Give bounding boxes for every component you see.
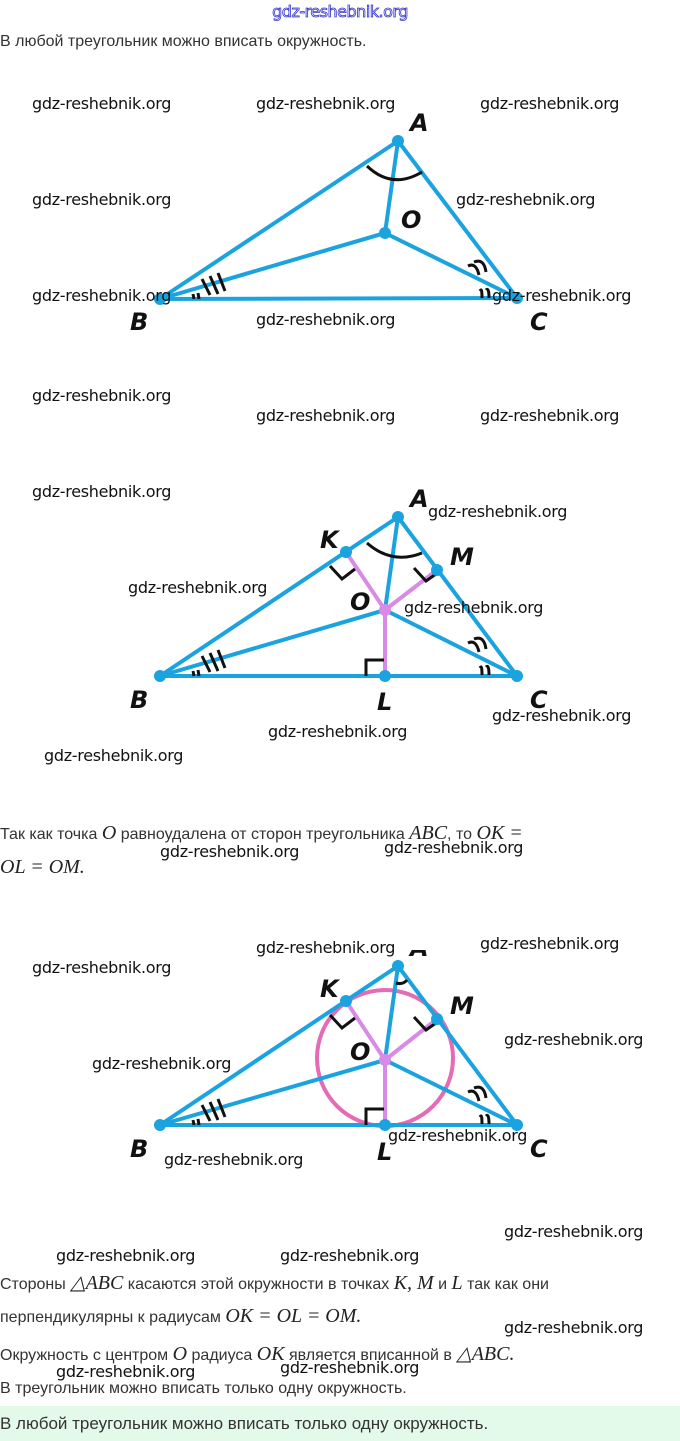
- watermark: gdz-reshebnik.org: [504, 1318, 644, 1337]
- watermark: gdz-reshebnik.org: [256, 310, 396, 329]
- watermark: gdz-reshebnik.org: [456, 190, 596, 209]
- label-o: O: [401, 206, 421, 234]
- label-l: L: [377, 1138, 392, 1166]
- answer-box: В любой треугольник можно вписать только…: [0, 1406, 680, 1441]
- label-c: C: [530, 686, 548, 714]
- watermark: gdz-reshebnik.org: [32, 386, 172, 405]
- watermark: gdz-reshebnik.org: [160, 842, 300, 861]
- figure-3-incircle: A K M O B L C: [130, 950, 548, 1166]
- angle-marks: [191, 541, 491, 677]
- watermark: gdz-reshebnik.org: [268, 722, 408, 741]
- radii: [344, 999, 439, 1127]
- watermark: gdz-reshebnik.org: [504, 1030, 644, 1049]
- figure-1-triangle-bisectors: A O B C: [130, 109, 548, 336]
- watermark: gdz-reshebnik.org: [32, 482, 172, 501]
- watermark: gdz-reshebnik.org: [280, 1246, 420, 1265]
- angle-marks: [191, 978, 491, 1126]
- intro-text: В любой треугольник можно вписать окружн…: [0, 33, 367, 50]
- label-o: O: [350, 588, 370, 616]
- label-o: O: [350, 1038, 370, 1066]
- label-b: B: [130, 686, 148, 714]
- radii: [344, 550, 439, 678]
- angle-marks: [191, 164, 491, 300]
- figure-2-perpendiculars: A K M O B L C: [130, 485, 548, 716]
- watermark: gdz-reshebnik.org: [256, 938, 396, 957]
- label-b: B: [130, 1135, 148, 1163]
- label-c: C: [530, 1135, 548, 1163]
- watermark: gdz-reshebnik.org: [480, 934, 620, 953]
- tangent-text: Стороны △ABC касаются этой окружности в …: [0, 1272, 549, 1294]
- watermark: gdz-reshebnik.org: [504, 1222, 644, 1241]
- label-k: K: [320, 975, 341, 1003]
- label-k: K: [320, 526, 341, 554]
- watermark: gdz-reshebnik.org: [280, 1358, 420, 1377]
- inscribed-text: Окружность с центром O радиуса OK являет…: [0, 1343, 515, 1365]
- site-header-logo[interactable]: gdz-reshebnik.org: [272, 2, 409, 22]
- watermark: gdz-reshebnik.org: [480, 94, 620, 113]
- watermark: gdz-reshebnik.org: [56, 1362, 196, 1381]
- watermark: gdz-reshebnik.org: [44, 746, 184, 765]
- label-m: M: [450, 992, 474, 1020]
- watermark: gdz-reshebnik.org: [256, 406, 396, 425]
- label-l: L: [377, 688, 392, 716]
- watermark: gdz-reshebnik.org: [428, 502, 568, 521]
- triangle-abc: [158, 515, 519, 678]
- watermark: gdz-reshebnik.org: [92, 1054, 232, 1073]
- watermark: gdz-reshebnik.org: [256, 94, 396, 113]
- watermark: gdz-reshebnik.org: [164, 1150, 304, 1169]
- watermark: gdz-reshebnik.org: [384, 838, 524, 857]
- watermark: gdz-reshebnik.org: [480, 406, 620, 425]
- label-m: M: [450, 543, 474, 571]
- perpendicular-text: перпендикулярны к радиусам OK = OL = OM.: [0, 1305, 362, 1327]
- watermark: gdz-reshebnik.org: [128, 578, 268, 597]
- label-b: B: [130, 308, 148, 336]
- equidistant-text: Так как точка O равноудалена от сторон т…: [0, 822, 523, 844]
- triangle-abc: [158, 964, 519, 1127]
- watermark: gdz-reshebnik.org: [492, 706, 632, 725]
- watermark: gdz-reshebnik.org: [32, 190, 172, 209]
- watermark: gdz-reshebnik.org: [404, 598, 544, 617]
- watermark: gdz-reshebnik.org: [32, 958, 172, 977]
- label-c: C: [530, 308, 548, 336]
- triangle-abc: [158, 139, 519, 301]
- watermark: gdz-reshebnik.org: [492, 286, 632, 305]
- label-a: A: [408, 109, 429, 137]
- watermark: gdz-reshebnik.org: [32, 286, 172, 305]
- watermark: gdz-reshebnik.org: [56, 1246, 196, 1265]
- answer-text: В любой треугольник можно вписать только…: [0, 1414, 489, 1433]
- watermark: gdz-reshebnik.org: [32, 94, 172, 113]
- only-one-text: В треугольник можно вписать только одну …: [0, 1380, 407, 1397]
- label-a: A: [408, 485, 429, 513]
- watermark: gdz-reshebnik.org: [388, 1126, 528, 1145]
- label-a: A: [408, 950, 429, 962]
- equidistant-text-cont: OL = OM.: [0, 856, 85, 878]
